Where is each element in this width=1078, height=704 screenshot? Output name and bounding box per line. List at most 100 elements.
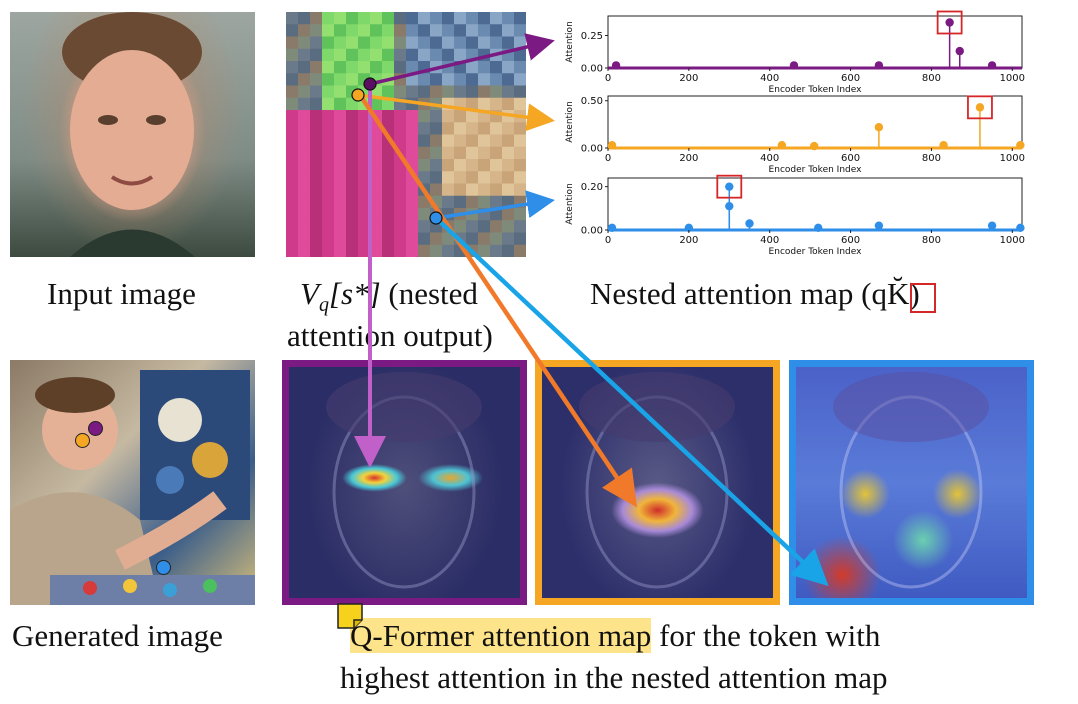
vq-pixel	[490, 73, 503, 86]
vq-pixel	[430, 146, 443, 160]
vq-pixel	[382, 159, 395, 172]
vq-pixel	[406, 12, 419, 25]
vq-pixel	[502, 24, 515, 37]
x-tick-label: 400	[760, 235, 779, 246]
vq-pixel	[334, 183, 347, 197]
vq-pixel	[406, 110, 419, 123]
vq-pixel	[358, 159, 371, 172]
x-tick-label: 0	[605, 153, 611, 164]
vq-pixel	[418, 183, 431, 197]
vq-pixel	[478, 36, 491, 50]
vq-pixel	[418, 48, 431, 62]
vq-pixel	[430, 110, 443, 123]
vq-pixel	[478, 146, 491, 160]
vq-pixel	[346, 12, 359, 25]
vq-pixel	[442, 232, 455, 246]
vq-pixel	[406, 244, 419, 257]
vq-pixel	[454, 208, 467, 221]
vq-pixel	[310, 12, 323, 25]
vq-pixel	[418, 73, 431, 86]
vq-pixel	[310, 36, 323, 50]
caption-generated-image: Generated image	[12, 618, 223, 653]
plot-frame	[607, 177, 1023, 231]
vq-pixel	[286, 110, 299, 123]
y-axis-label: Attention	[565, 21, 575, 63]
vq-pixel	[454, 171, 467, 184]
vq-pixel	[514, 146, 526, 160]
vq-pixel	[298, 159, 311, 172]
vq-pixel	[334, 208, 347, 221]
vq-pixel	[346, 110, 359, 123]
sticky-note-icon[interactable]	[336, 602, 364, 630]
vq-pixel	[394, 48, 407, 62]
x-tick-label: 800	[922, 235, 941, 246]
vq-pixel	[490, 159, 503, 172]
vq-pixel	[442, 12, 455, 25]
x-tick-label: 400	[760, 153, 779, 164]
vq-pixel	[514, 171, 526, 184]
qformer-heatmap-purple	[282, 360, 527, 605]
vq-pixel	[514, 195, 526, 209]
vq-pixel	[466, 110, 479, 123]
x-tick-label: 600	[841, 73, 860, 84]
vq-pixel	[358, 73, 371, 86]
vq-pixel	[514, 48, 526, 62]
vq-pixel	[406, 183, 419, 197]
vq-pixel	[478, 12, 491, 25]
vq-pixel	[466, 36, 479, 50]
vq-pixel	[382, 244, 395, 257]
vq-pixel	[310, 208, 323, 221]
vq-pixel	[514, 97, 526, 111]
vq-pixel	[382, 195, 395, 209]
vq-pixel	[490, 183, 503, 197]
x-tick-label: 1000	[1000, 235, 1025, 246]
vq-pixel	[514, 85, 526, 99]
y-tick-label: 0.20	[581, 182, 603, 193]
y-tick-label: 0.00	[581, 144, 603, 155]
vq-pixel	[346, 97, 359, 111]
vq-pixel	[334, 244, 347, 257]
vq-pixel	[418, 12, 431, 25]
vq-pixel	[322, 48, 335, 62]
vq-pixel	[310, 244, 323, 257]
vq-pixel	[406, 208, 419, 221]
vq-pixel	[430, 232, 443, 246]
vq-pixel	[502, 159, 515, 172]
vq-pixel	[490, 122, 503, 135]
vq-pixel	[490, 146, 503, 160]
vq-pixel	[490, 232, 503, 246]
vq-pixel	[310, 146, 323, 160]
vq-pixel	[298, 12, 311, 25]
vq-pixel	[478, 232, 491, 246]
vq-pixel	[370, 183, 383, 197]
vq-pixel	[478, 61, 491, 74]
vq-pixel	[286, 146, 299, 160]
vq-pixel	[466, 12, 479, 25]
vq-pixel	[406, 220, 419, 233]
vq-pixel	[346, 122, 359, 135]
vq-pixel	[370, 195, 383, 209]
vq-pixel	[394, 12, 407, 25]
vq-pixel	[430, 24, 443, 37]
vq-pixel	[346, 220, 359, 233]
vq-pixel	[370, 110, 383, 123]
vq-pixel	[310, 171, 323, 184]
vq-pixel	[298, 220, 311, 233]
vq-pixel	[466, 220, 479, 233]
vq-pixel	[394, 122, 407, 135]
vq-pixel	[502, 183, 515, 197]
vq-pixel	[322, 195, 335, 209]
vq-pixel	[454, 220, 467, 233]
vq-pixel	[514, 208, 526, 221]
vq-pixel	[346, 244, 359, 257]
max-highlight-box	[936, 10, 963, 35]
vq-pixel	[514, 110, 526, 123]
vq-pixel	[310, 232, 323, 246]
vq-pixel	[310, 73, 323, 86]
vq-pixel	[322, 36, 335, 50]
vq-pixel	[442, 159, 455, 172]
vq-pixel	[322, 73, 335, 86]
vq-pixel	[454, 73, 467, 86]
vq-pixel	[334, 73, 347, 86]
